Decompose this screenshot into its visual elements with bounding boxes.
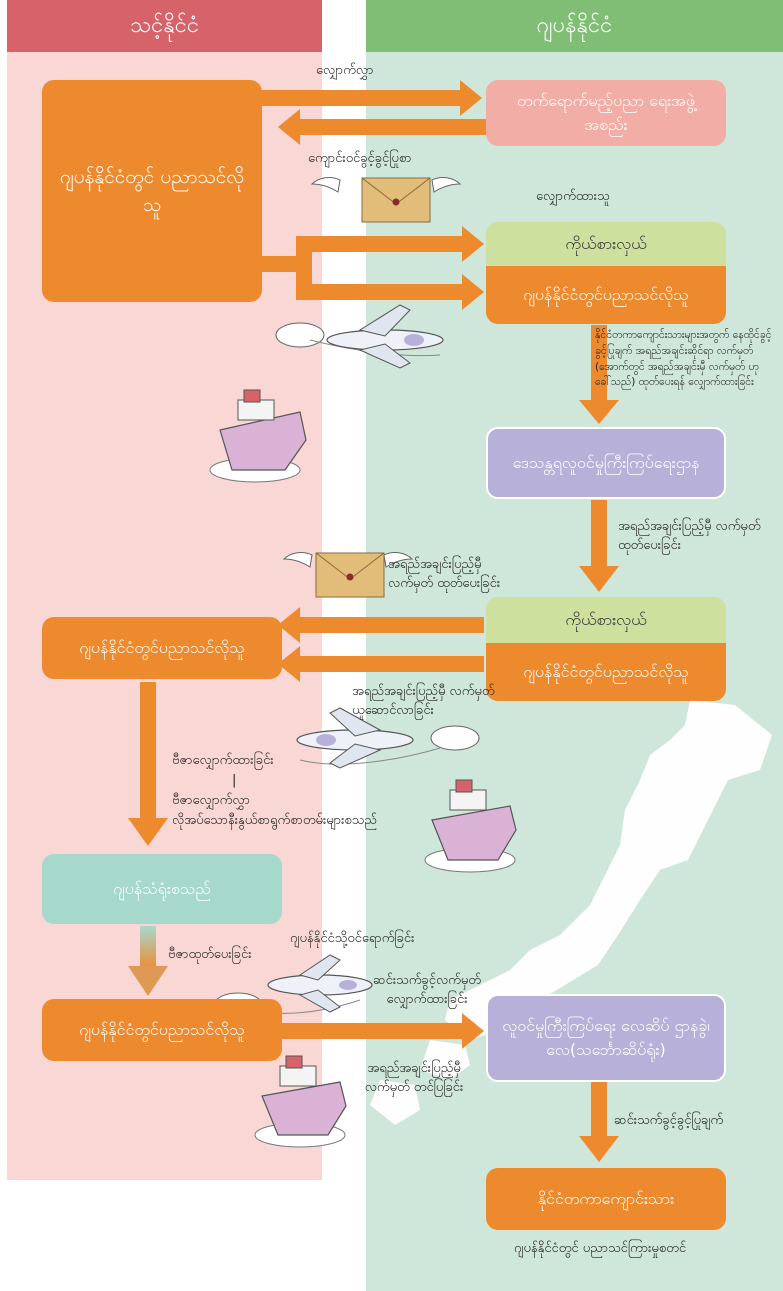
airplane-icon [296, 707, 480, 769]
box-immigration-airport: လူဝင်မှုကြီးကြပ်ရေး လေဆိပ် ဌာနခွဲ၊လေ(သင်… [486, 994, 726, 1082]
arrow-down-coe-request [579, 325, 619, 424]
box-intl-student: နိုင်ငံတကာကျောင်းသား [486, 1168, 726, 1230]
label-admission-permit: ကျောင်းဝင်ခွင့်ခွင့်ပြုစာ [308, 151, 412, 166]
box-immigration-regional: ဒေသန္တရလူဝင်မှုကြီးကြပ်ရေးဌာန [486, 427, 726, 499]
arrow-to-agent [262, 226, 484, 310]
arrow-down-visa-issued [128, 926, 168, 996]
header-home-country: သင့်နိုင်ငံ [7, 0, 322, 52]
arrow-admission-permit [278, 109, 486, 145]
label-visa-divider: | [232, 773, 237, 788]
label-applicant: လျှောက်ထားသူ [536, 189, 610, 204]
box-school: တက်ရောက်မည့်ပညာ ရေးအဖွဲ့အစည်း [486, 80, 726, 146]
label-coe-issued-right: အရည်အချင်းပြည့်မှီ လက်မှတ် ထုတ်ပေးခြင်း [618, 519, 761, 553]
label-visa-application-form: ဗီဇာလျှောက်လွှာ [172, 793, 250, 808]
arrow-down-coe-issued [579, 500, 619, 592]
arrow-to-immigration-airport [282, 1013, 484, 1049]
box-student-start: ဂျပန်နိုင်ငံတွင် ပညာသင်လိုသူ [42, 80, 262, 302]
label-coe-request: နိုင်ငံတကာကျောင်းသားများအတွက် နေထိုင်ခွင… [595, 329, 772, 389]
box-student-bottom-left: ဂျပန်နိုင်ငံတွင်ပညာသင်လိုသူ [42, 999, 282, 1061]
label-arrive-japan: ဂျပန်နိုင်ငံသို့ဝင်ရောက်ခြင်း [290, 931, 415, 946]
box-student-mid-right: ဂျပန်နိုင်ငံတွင်ပညာသင်လိုသူ [486, 643, 726, 701]
arrow-down-visa-application [128, 682, 168, 846]
arrow-coe-delivery-left [278, 646, 484, 682]
box-agent-mid: ကိုယ်စားလှယ် [486, 597, 726, 643]
ship-icon [424, 779, 517, 873]
label-visa-application: ဗီဇာလျှောက်ထားခြင်း [172, 753, 274, 768]
winged-envelope-icon [310, 176, 462, 223]
box-student-mid-left: ဂျပန်နိုင်ငံတွင်ပညာသင်လိုသူ [42, 617, 282, 679]
label-study-start: ဂျပန်နိုင်ငံတွင် ပညာသင်ကြားမှုစတင် [514, 1241, 687, 1256]
label-application: လျှောက်လွှာ [316, 63, 374, 78]
box-agent-top: ကိုယ်စားလှယ် [486, 222, 726, 266]
label-visa-documents: လိုအပ်သောနီးနွယ်စာရွက်စာတမ်းများစသည် [172, 813, 377, 828]
arrow-application [262, 80, 482, 116]
ship-icon [209, 389, 307, 483]
box-student-top-right: ဂျပန်နိုင်ငံတွင်ပညာသင်လိုသူ [486, 266, 726, 324]
label-coe-issued-mail: အရည်အချင်းပြည့်မှီ လက်မှတ် ထုတ်ပေးခြင်း [388, 557, 501, 591]
label-visa-issued: ဗီဇာထုတ်ပေးခြင်း [168, 947, 252, 962]
ship-icon [254, 1055, 347, 1148]
label-landing-permit: ဆင်းသက်ခွင့်ခွင့်ပြုချက် [614, 1113, 724, 1128]
label-coe-submit: အရည်အချင်းပြည့်မှီ လက်မှတ် တင်ပြခြင်း [364, 1061, 464, 1095]
airplane-icon [275, 304, 444, 369]
box-embassy: ဂျပန်သံရုံးစသည် [42, 854, 282, 924]
arrow-down-landing-permit [579, 1082, 619, 1162]
winged-envelope-icon [282, 551, 414, 598]
label-landing-permit-apply: ဆင်းသက်ခွင့်လက်မှတ် လျှောက်ထားခြင်း [373, 973, 481, 1007]
header-japan: ဂျပန်နိုင်ငံ [366, 0, 783, 52]
arrow-coe-mail-left [278, 607, 484, 643]
label-coe-delivery: အရည်အချင်းပြည့်မှီ လက်မှတ် ယူဆောင်လာခြင်… [352, 684, 495, 718]
